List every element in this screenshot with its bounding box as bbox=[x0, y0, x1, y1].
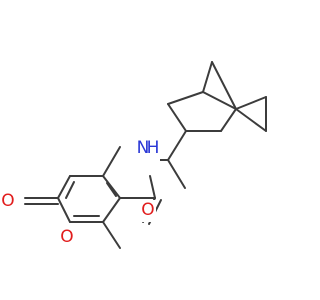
bond-nb-8 bbox=[235, 96, 267, 110]
o-lactone-bg bbox=[0, 190, 18, 212]
bond-nb-2 bbox=[167, 91, 204, 105]
bond-c4-c5-outer bbox=[102, 175, 121, 199]
bond-layer bbox=[24, 61, 267, 249]
bond-methyl-top bbox=[102, 146, 121, 177]
bond-ch-norbornyl bbox=[167, 130, 187, 161]
bond-c2-c3 bbox=[57, 175, 71, 199]
bond-ch-methyl bbox=[167, 159, 186, 189]
atom-layer: N H O O O bbox=[0, 138, 160, 250]
molecule-structure: N H O O O bbox=[0, 61, 267, 250]
atom-o-lactone-label: O bbox=[1, 191, 14, 211]
o-carbonyl-bg bbox=[140, 200, 156, 222]
atom-o-ring-label: O bbox=[60, 227, 73, 247]
bond-nb-3 bbox=[202, 91, 237, 110]
bond-c2-c3-dbl bbox=[65, 181, 75, 199]
bond-nb-7 bbox=[211, 61, 237, 110]
bond-nb-1 bbox=[167, 103, 187, 132]
atom-o-carbonyl-label: O bbox=[141, 200, 154, 220]
bond-methyl-bottom bbox=[102, 221, 121, 249]
bond-ring-o-c2 bbox=[57, 197, 71, 223]
bond-nb-4 bbox=[220, 108, 237, 132]
atom-h-label: H bbox=[147, 138, 160, 158]
o-ring-bg bbox=[60, 228, 76, 250]
atom-n-label: N bbox=[137, 138, 150, 158]
bond-nb-10 bbox=[235, 108, 267, 132]
n-label-bg bbox=[140, 142, 160, 164]
bond-c5-c6 bbox=[102, 197, 121, 223]
bond-amide-cn bbox=[149, 175, 156, 199]
bond-nb-6 bbox=[202, 61, 213, 93]
bond-c4-c5-inner bbox=[106, 182, 117, 197]
